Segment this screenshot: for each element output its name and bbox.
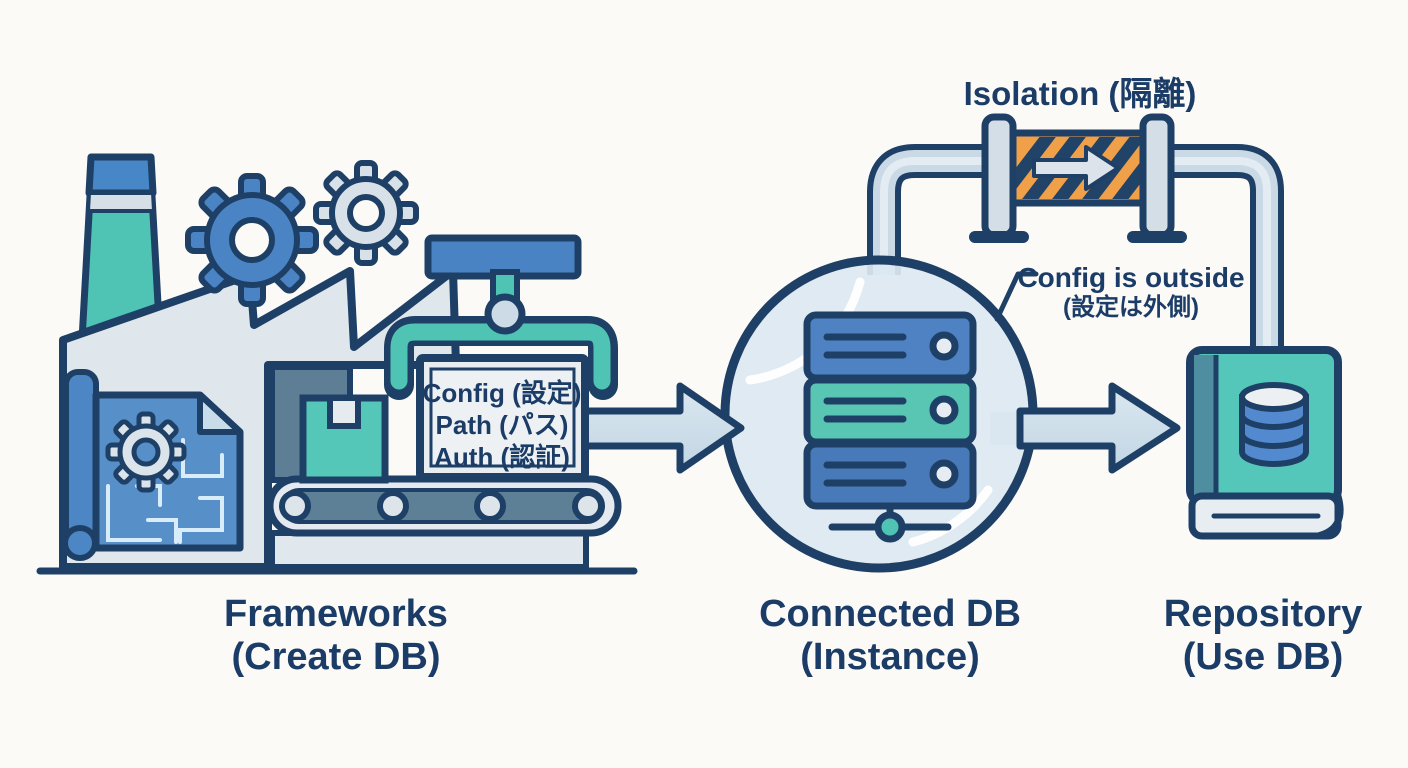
conveyor-icon (266, 475, 622, 570)
conveyor-band (281, 488, 605, 524)
server-slots (823, 333, 907, 487)
isolation-title: Isolation (隔離) (964, 75, 1197, 112)
book-spine (1194, 355, 1214, 497)
database-cylinder-icon (1239, 382, 1309, 467)
robot-arm-icon (384, 234, 618, 400)
config-outside-callout: Config is outside (設定は外側) (994, 262, 1245, 322)
package-box-icon (299, 394, 389, 484)
barrier-post-right (1139, 113, 1175, 239)
arm-joint (484, 293, 526, 335)
barrier-post-left (981, 113, 1017, 239)
server-led (929, 395, 959, 425)
sign-face (429, 367, 576, 468)
sign-line-3: Auth (認証) (434, 442, 570, 472)
conveyor-roller (279, 490, 311, 522)
sign-panel-icon: Config (設定) Path (パス) Auth (認証) (416, 354, 589, 481)
barrier-arrow-icon (1032, 145, 1120, 191)
barrier-icon (969, 113, 1187, 243)
frameworks-label: Frameworks (224, 593, 448, 635)
conveyor-roller (377, 490, 409, 522)
gear-large-icon (185, 173, 319, 307)
frameworks-sublabel: (Create DB) (231, 636, 440, 678)
sign-line-1: Config (設定) (423, 378, 582, 408)
gear-small-icon (313, 160, 419, 266)
blueprint-gear-icon (105, 411, 187, 493)
barrier-foot-right (1127, 231, 1187, 243)
callout-line (994, 271, 1039, 322)
conveyor-roller (572, 490, 604, 522)
pipe-left-icon (867, 144, 992, 275)
conveyor-base (269, 530, 589, 570)
barrier-foot-left (969, 231, 1029, 243)
book-database-icon (1186, 346, 1344, 540)
blueprint-icon (62, 369, 244, 561)
repository-label: Repository (1164, 593, 1362, 635)
blueprint-plan-lines (106, 438, 224, 544)
server-led (929, 459, 959, 489)
bubble-highlight (908, 485, 993, 547)
pipe-right-icon (1150, 144, 1284, 358)
repository-sublabel: (Use DB) (1183, 636, 1343, 678)
book-page-curl (1314, 492, 1344, 540)
network-node-icon (828, 506, 952, 543)
conveyor-roller (474, 490, 506, 522)
server-led (929, 331, 959, 361)
callout-text-2: (設定は外側) (1063, 293, 1199, 321)
sign-line-2: Path (パス) (436, 410, 569, 440)
connected-db-sublabel: (Instance) (800, 636, 979, 678)
flow-arrow-2 (1016, 382, 1181, 474)
server-stack-icon (803, 311, 977, 510)
factory-icon (36, 153, 638, 575)
connected-db-label: Connected DB (759, 593, 1021, 635)
callout-text-1: Config is outside (1017, 262, 1244, 293)
bubble-icon (720, 255, 1038, 573)
